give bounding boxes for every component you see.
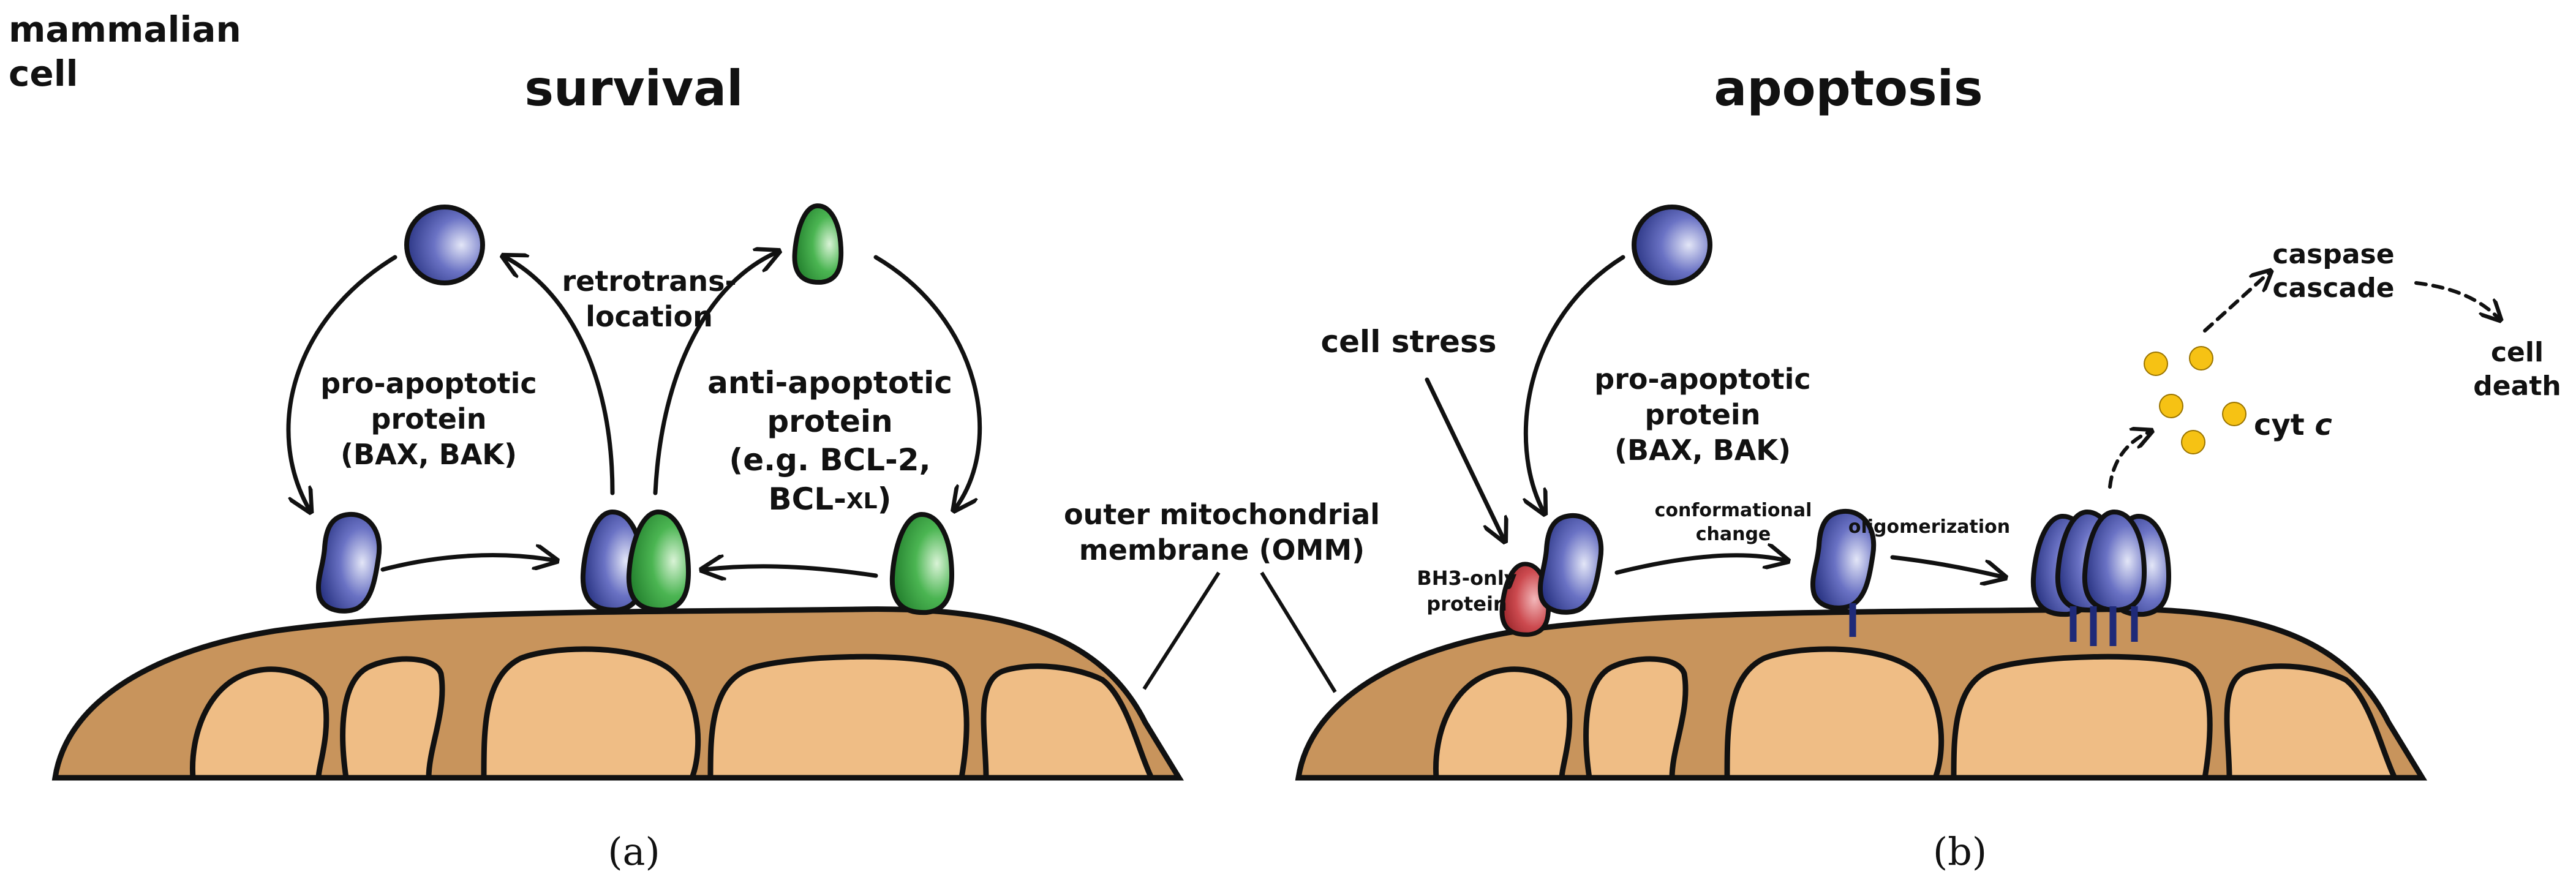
membrane-bax-a (318, 514, 379, 611)
omm-pointer-right (1260, 571, 1337, 693)
panel-a-title: survival (524, 60, 743, 117)
pro-label-b-2: protein (1645, 398, 1761, 431)
cytosolic-bax-b (1632, 205, 1712, 285)
olig-label: oligomerization (1848, 516, 2010, 538)
omm-label-line1: outer mitochondrial (1064, 498, 1380, 531)
cytochrome-c-molecules (2144, 346, 2246, 454)
bh3-label-2: protein (1426, 592, 1507, 615)
arrow-bax-insertion-b (1526, 255, 1625, 511)
anti-label-3: (e.g. BCL-2, (729, 442, 930, 478)
arrow-bax-retrotranslocation (505, 257, 615, 495)
panel-b-title: apoptosis (1714, 60, 1983, 117)
arrow-to-caspase (2203, 273, 2269, 333)
arrow-cell-stress (1425, 377, 1504, 539)
bax-bcl2-complex-anti (629, 512, 688, 610)
cytosolic-bax-a (404, 205, 485, 285)
arrow-cytc-release (2108, 432, 2150, 489)
membrane-anti-apoptotic (892, 514, 952, 612)
bax-oligomer (2033, 512, 2169, 646)
arrow-conformational-change (1614, 555, 1785, 575)
anti-label-1: anti-apoptotic (707, 365, 952, 401)
conf-label-2: change (1696, 524, 1771, 545)
omm-label-line2: membrane (OMM) (1079, 533, 1365, 566)
mitochondrion-a (51, 606, 1184, 781)
corner-label-line1: mammalian (9, 9, 241, 50)
cytc-label: cyt c (2254, 408, 2332, 442)
arrow-bax-insertion-a (286, 255, 397, 510)
pro-label-a-3: (BAX, BAK) (341, 438, 517, 471)
retro-label-1: retrotrans- (562, 265, 736, 298)
membrane-bax-b (1540, 516, 1601, 612)
caption-a: (a) (608, 829, 660, 874)
arrow-anti-retrotranslocation (653, 252, 777, 495)
arrow-oligomerization (1890, 555, 2003, 577)
caspase-label-1: caspase (2272, 239, 2394, 270)
anti-label-2: protein (767, 404, 892, 439)
cytosolic-anti-apoptotic (794, 206, 841, 282)
arrow-to-death (2414, 281, 2499, 318)
pro-label-a-2: protein (371, 402, 487, 435)
retro-label-2: location (586, 300, 713, 333)
mitochondrion-b (1295, 606, 2428, 781)
corner-label-line2: cell (9, 53, 78, 94)
pro-label-b-3: (BAX, BAK) (1614, 434, 1791, 467)
conf-label-1: conformational (1655, 500, 1812, 521)
omm-pointer-left (1142, 571, 1221, 690)
death-label-1: cell (2491, 337, 2544, 368)
caspase-label-2: cascade (2272, 273, 2394, 304)
arrow-bax-binding (380, 555, 554, 572)
pro-label-b-1: pro-apoptotic (1594, 363, 1810, 396)
pro-label-a-1: pro-apoptotic (320, 367, 537, 400)
bh3-label-1: BH3-only (1417, 566, 1516, 590)
arrow-anti-binding (704, 566, 878, 576)
stress-label: cell stress (1321, 324, 1497, 359)
anti-label-4: BCL-XL) (769, 481, 892, 517)
death-label-2: death (2473, 371, 2561, 402)
arrow-anti-insertion (873, 255, 982, 508)
caption-b: (b) (1933, 829, 1987, 874)
